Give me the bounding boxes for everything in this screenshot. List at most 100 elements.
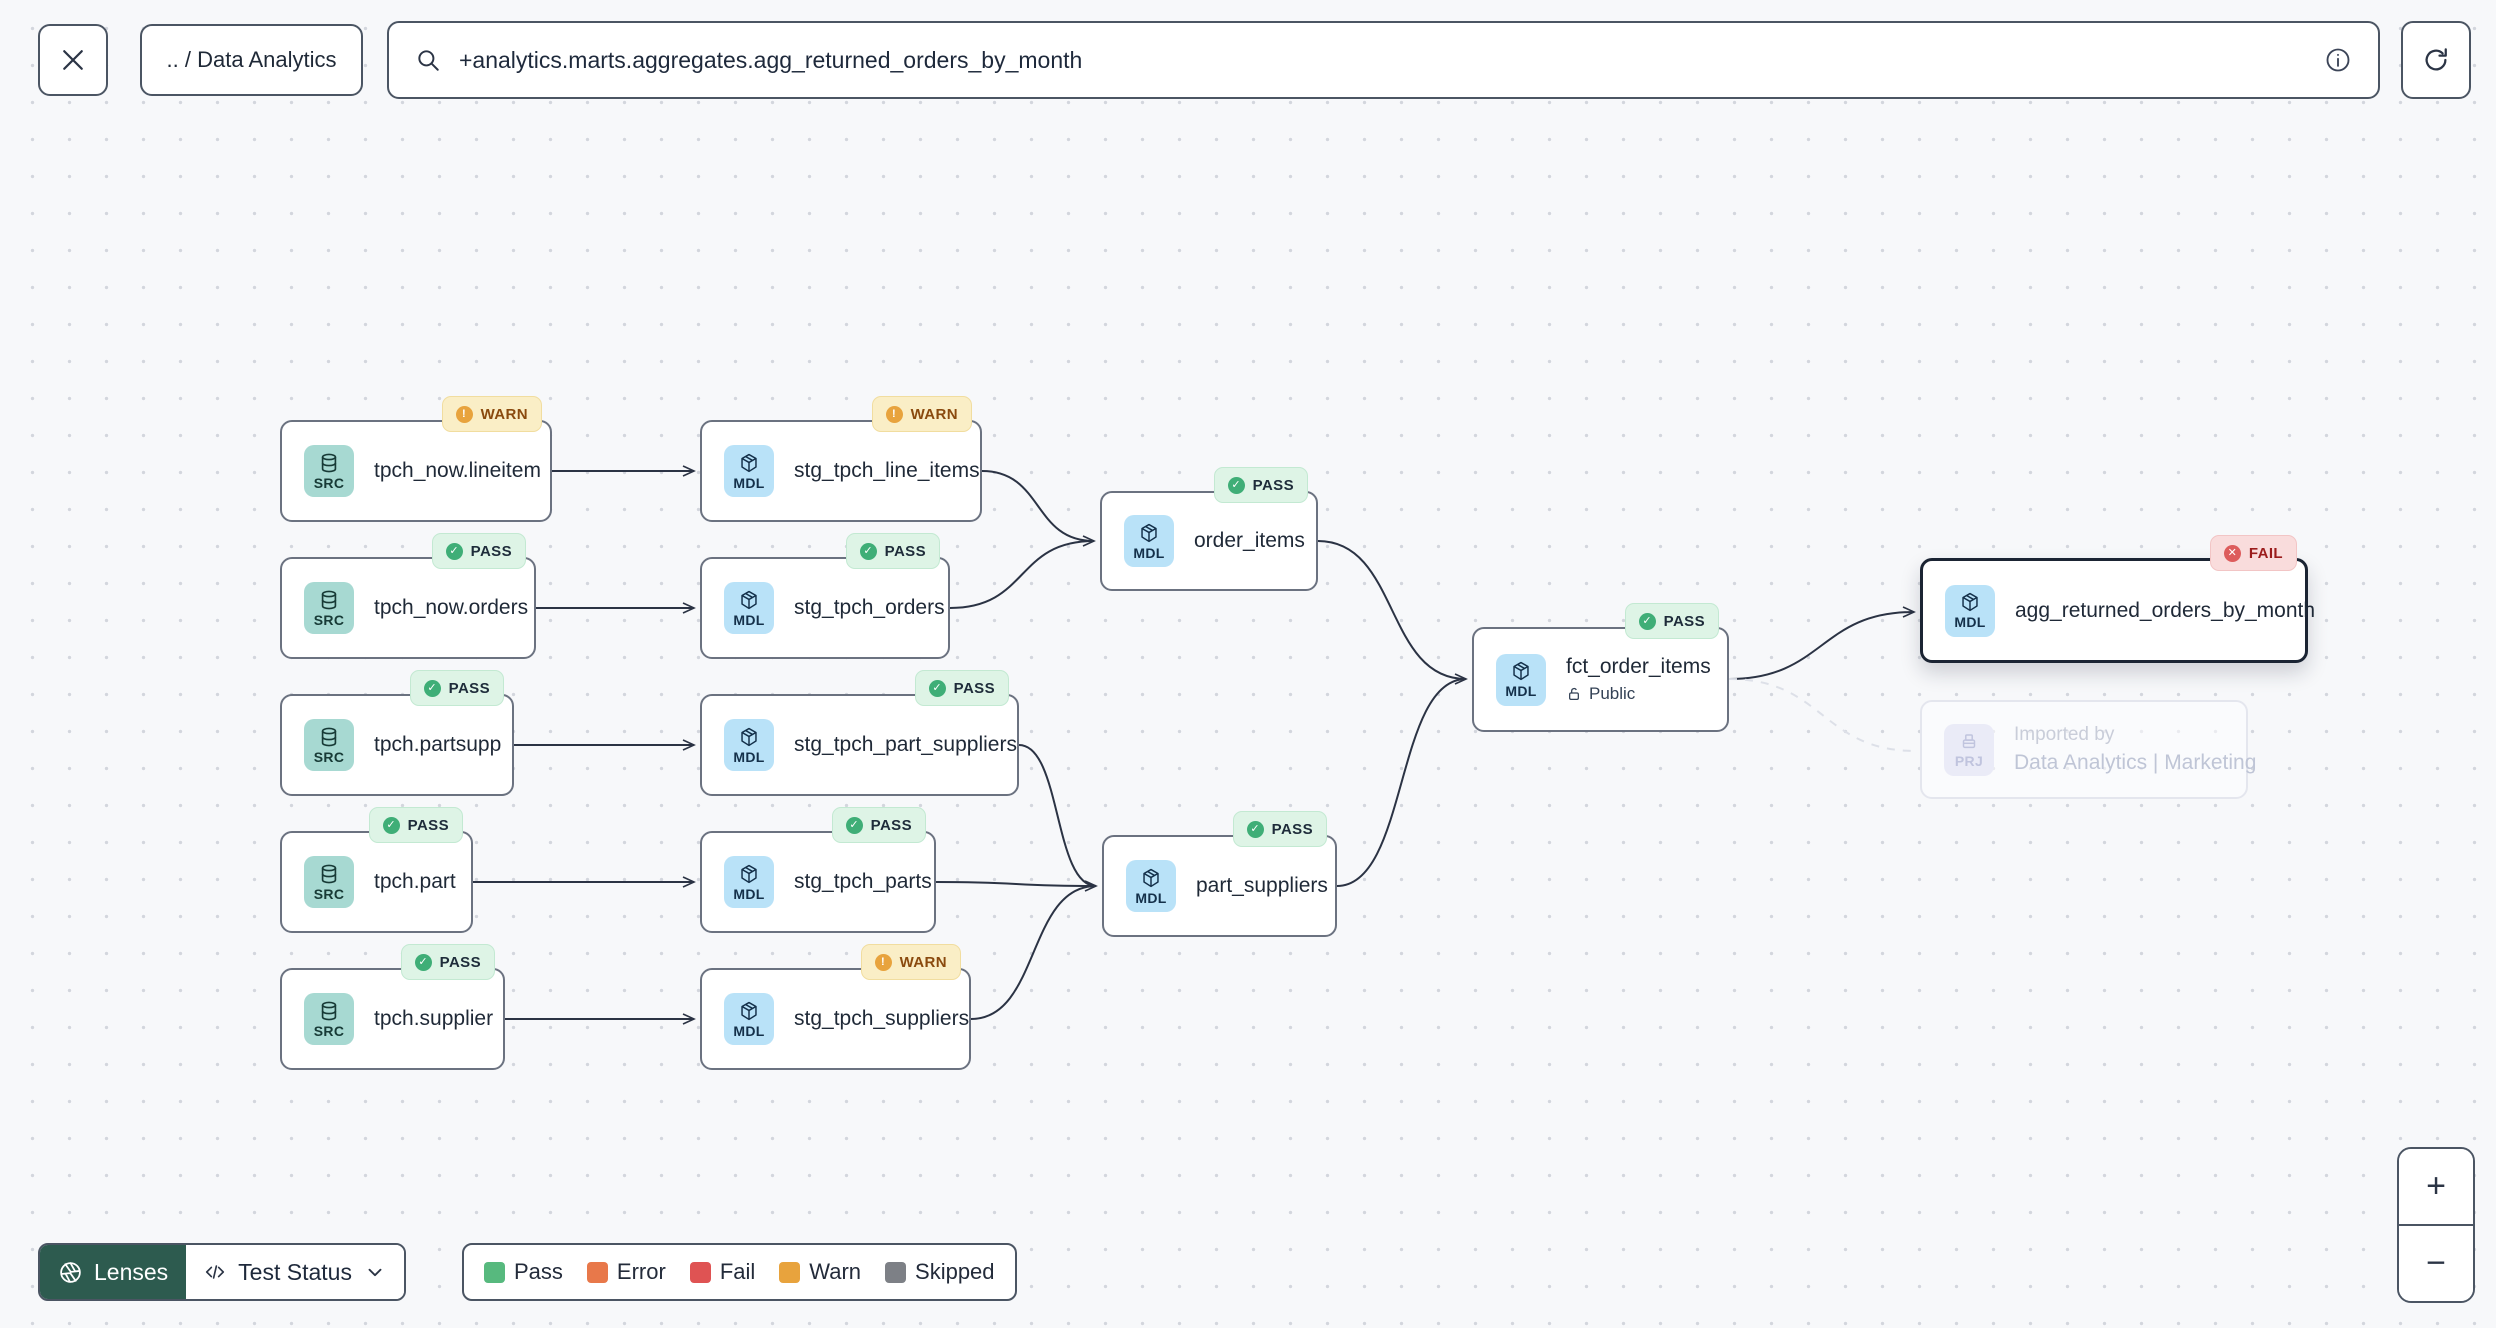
database-icon bbox=[318, 1000, 340, 1022]
legend-swatch bbox=[689, 1261, 711, 1283]
node-body: tpch_now.lineitem bbox=[374, 459, 541, 483]
status-label: PASS bbox=[470, 542, 512, 560]
node-body: stg_tpch_suppliers bbox=[794, 1007, 969, 1031]
search-input[interactable] bbox=[459, 46, 2306, 74]
lens-selector[interactable]: Test Status bbox=[186, 1245, 404, 1299]
legend-swatch bbox=[885, 1261, 907, 1283]
status-label: PASS bbox=[439, 953, 481, 971]
lenses-label: Lenses bbox=[94, 1258, 169, 1285]
node-body: part_suppliers bbox=[1196, 874, 1328, 898]
node-access: Public bbox=[1566, 684, 1711, 704]
edge-fct_order_items-to-imported_by_project bbox=[1728, 678, 1917, 752]
node-title: stg_tpch_part_suppliers bbox=[794, 733, 1017, 756]
cube-icon bbox=[1138, 522, 1160, 544]
chip-type-label: SRC bbox=[313, 885, 345, 902]
node-body: stg_tpch_line_items bbox=[794, 459, 980, 483]
legend-label: Skipped bbox=[915, 1259, 995, 1284]
refresh-button[interactable] bbox=[2401, 21, 2471, 99]
node-body: stg_tpch_parts bbox=[794, 870, 932, 894]
legend-label: Pass bbox=[514, 1259, 563, 1284]
status-badge-pass: ✓ PASS bbox=[831, 807, 926, 843]
status-label: FAIL bbox=[2248, 544, 2283, 562]
lenses-button[interactable]: Lenses bbox=[40, 1245, 187, 1299]
status-badge-pass: ✓PASS bbox=[1213, 467, 1308, 503]
database-icon bbox=[318, 726, 340, 748]
breadcrumb[interactable]: .. / Data Analytics bbox=[140, 24, 363, 96]
node-title: part_suppliers bbox=[1196, 874, 1328, 897]
legend-swatch bbox=[779, 1261, 801, 1283]
chip-type-label: MDL bbox=[733, 748, 765, 765]
status-pass-icon: ✓ bbox=[414, 953, 432, 971]
node-title: tpch.supplier bbox=[374, 1007, 494, 1030]
refresh-icon bbox=[2421, 45, 2451, 75]
status-label: WARN bbox=[480, 405, 528, 423]
legend-label: Error bbox=[616, 1259, 666, 1284]
chip-type-label: MDL bbox=[733, 474, 765, 491]
chip-type-label: MDL bbox=[1133, 544, 1165, 561]
cube-icon bbox=[1959, 591, 1981, 613]
status-badge-pass: ✓PASS bbox=[431, 533, 526, 569]
mdl-chip: MDL bbox=[724, 445, 774, 497]
node-stg_tpch_part_suppliers[interactable]: MDL stg_tpch_part_suppliers ✓ PASS bbox=[700, 670, 1019, 796]
status-pass-icon: ✓ bbox=[859, 542, 877, 560]
info-icon[interactable] bbox=[2324, 46, 2352, 74]
status-label: PASS bbox=[953, 679, 995, 697]
edge-stg_tpch_parts-to-part_suppliers bbox=[935, 880, 1098, 892]
node-tpch.part[interactable]: SRC tpch.part ✓PASS bbox=[280, 807, 473, 933]
close-icon bbox=[58, 45, 88, 75]
node-title: tpch.part bbox=[374, 870, 456, 893]
node-body: tpch_now.orders bbox=[374, 596, 528, 620]
node-subtitle: Imported by bbox=[2014, 724, 2115, 745]
status-pass-icon: ✓ bbox=[928, 679, 946, 697]
project-icon bbox=[1958, 730, 1980, 752]
prj-chip: PRJ bbox=[1944, 723, 1994, 776]
status-label: PASS bbox=[870, 816, 912, 834]
status-badge-pass: ✓PASS bbox=[368, 807, 463, 843]
status-badge-pass: ✓PASS bbox=[1232, 811, 1327, 847]
node-title: fct_order_items bbox=[1566, 655, 1711, 678]
legend-item-warn: Warn bbox=[779, 1259, 861, 1285]
chip-type-label: MDL bbox=[1505, 683, 1537, 699]
mdl-chip: MDL bbox=[1124, 515, 1174, 567]
cube-icon bbox=[738, 1000, 760, 1022]
chevron-down-icon bbox=[364, 1261, 386, 1283]
src-chip: SRC bbox=[304, 856, 354, 908]
legend-swatch bbox=[586, 1261, 608, 1283]
chip-type-label: MDL bbox=[733, 611, 765, 628]
search-bar[interactable] bbox=[387, 21, 2380, 99]
node-part_suppliers[interactable]: MDL part_suppliers ✓PASS bbox=[1102, 811, 1337, 937]
chip-type-label: MDL bbox=[733, 885, 765, 902]
mdl-chip: MDL bbox=[1496, 653, 1546, 706]
node-title: tpch.partsupp bbox=[374, 733, 502, 756]
status-pass-icon: ✓ bbox=[845, 816, 863, 834]
chip-type-label: PRJ bbox=[1954, 753, 1984, 769]
status-label: PASS bbox=[1663, 612, 1705, 630]
lens-bar: Lenses Test Status bbox=[38, 1243, 406, 1301]
mdl-chip: MDL bbox=[1126, 860, 1176, 912]
status-pass-icon: ✓ bbox=[382, 816, 400, 834]
status-label: PASS bbox=[448, 679, 490, 697]
node-body: stg_tpch_part_suppliers bbox=[794, 733, 1017, 757]
node-body: tpch.partsupp bbox=[374, 733, 501, 757]
edge-part_suppliers-to-fct_order_items bbox=[1336, 678, 1467, 887]
edge-stg_tpch_line_items-to-order_items bbox=[981, 470, 1096, 547]
zoom-in-button[interactable]: + bbox=[2399, 1149, 2473, 1226]
node-stg_tpch_parts[interactable]: MDL stg_tpch_parts ✓ PASS bbox=[700, 807, 936, 933]
close-button[interactable] bbox=[38, 24, 108, 96]
chip-type-label: SRC bbox=[313, 474, 345, 491]
zoom-out-button[interactable]: − bbox=[2399, 1226, 2473, 1301]
node-title: agg_returned_orders_by_month bbox=[2015, 598, 2316, 622]
